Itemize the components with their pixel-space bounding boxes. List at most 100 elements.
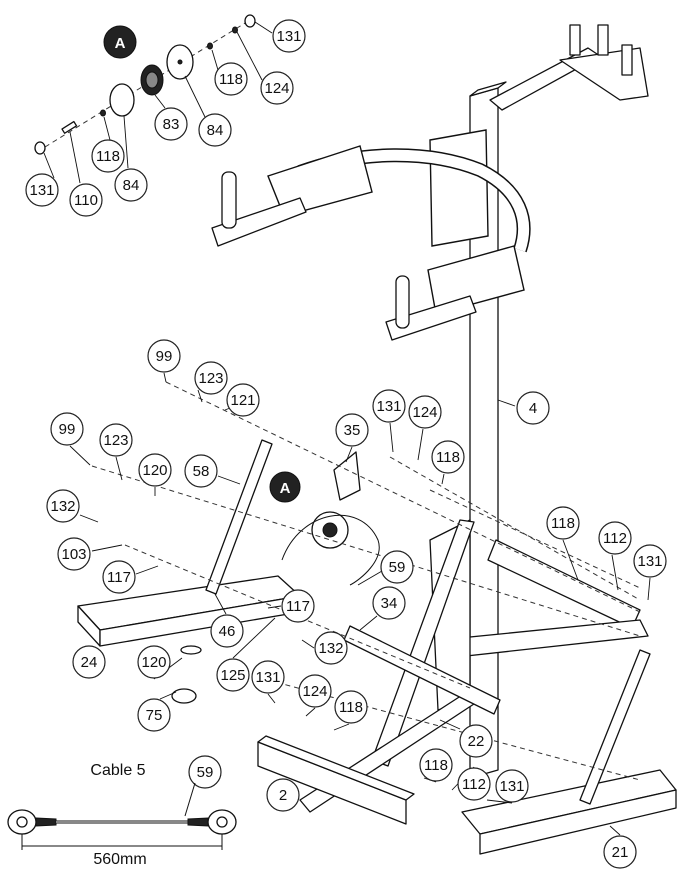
callout-label: 58 bbox=[193, 463, 210, 480]
callout-118: 118 bbox=[419, 748, 453, 782]
callout-label: 118 bbox=[219, 71, 243, 88]
callout-123: 123 bbox=[194, 361, 228, 395]
callout-131: 131 bbox=[495, 769, 529, 803]
left-handle bbox=[221, 171, 237, 229]
callout-2: 2 bbox=[266, 778, 300, 812]
callout-label: 118 bbox=[551, 515, 575, 532]
callout-circle bbox=[137, 645, 171, 679]
callout-circle bbox=[50, 412, 84, 446]
callout-121: 121 bbox=[226, 383, 260, 417]
right-handle bbox=[395, 275, 410, 329]
callout-84: 84 bbox=[114, 168, 148, 202]
callout-label: 112 bbox=[462, 776, 486, 793]
callout-circle bbox=[459, 724, 493, 758]
callout-circle bbox=[210, 614, 244, 648]
callout-123: 123 bbox=[99, 423, 133, 457]
callout-circle bbox=[137, 698, 171, 732]
callout-circle bbox=[147, 339, 181, 373]
callout-22: 22 bbox=[459, 724, 493, 758]
callout-circle bbox=[72, 645, 106, 679]
callout-circle bbox=[281, 589, 315, 623]
callout-21: 21 bbox=[603, 835, 637, 869]
callout-131: 131 bbox=[372, 389, 406, 423]
callout-118: 118 bbox=[334, 690, 368, 724]
callout-circle bbox=[516, 391, 550, 425]
callout-circle bbox=[298, 674, 332, 708]
callout-103: 103 bbox=[57, 537, 91, 571]
callout-131: 131 bbox=[25, 173, 59, 207]
callout-label: 22 bbox=[468, 733, 485, 750]
callout-circle bbox=[114, 168, 148, 202]
right-shock bbox=[579, 649, 651, 805]
callout-label: 110 bbox=[74, 192, 98, 209]
callout-label: 121 bbox=[230, 392, 255, 409]
part-callouts: 1311241188483118841311109912312199123120… bbox=[25, 19, 667, 869]
callout-label: 131 bbox=[637, 553, 662, 570]
callout-circle bbox=[380, 550, 414, 584]
callout-118: 118 bbox=[91, 139, 125, 173]
callout-label: 131 bbox=[276, 28, 301, 45]
detail-marker-label-2: A bbox=[280, 480, 291, 497]
cable-title: Cable 5 bbox=[90, 762, 145, 779]
right-arm-rail bbox=[385, 295, 477, 341]
callout-4: 4 bbox=[516, 391, 550, 425]
callout-circle bbox=[372, 586, 406, 620]
callout-112: 112 bbox=[598, 521, 632, 555]
callout-label: 132 bbox=[50, 498, 75, 515]
knob-75 bbox=[171, 688, 197, 704]
callout-label: 124 bbox=[412, 404, 437, 421]
callout-circle bbox=[57, 537, 91, 571]
callout-label: 123 bbox=[198, 370, 223, 387]
callout-120: 120 bbox=[137, 645, 171, 679]
callout-label: 118 bbox=[339, 699, 363, 716]
callout-label: 4 bbox=[529, 400, 537, 417]
callout-circle bbox=[598, 521, 632, 555]
callout-label: 46 bbox=[219, 623, 236, 640]
callout-circle bbox=[457, 767, 491, 801]
callout-label: 2 bbox=[279, 787, 287, 804]
callout-circle bbox=[546, 506, 580, 540]
detail-marker-label: A bbox=[115, 35, 126, 52]
callout-118: 118 bbox=[214, 62, 248, 96]
callout-label: 59 bbox=[389, 559, 406, 576]
callout-label: 99 bbox=[59, 421, 76, 438]
callout-circle bbox=[214, 62, 248, 96]
cable-length: 560mm bbox=[93, 851, 146, 868]
callout-46: 46 bbox=[210, 614, 244, 648]
callout-label: 24 bbox=[81, 654, 98, 671]
callout-label: 125 bbox=[220, 667, 245, 684]
callout-99: 99 bbox=[147, 339, 181, 373]
bracket-35 bbox=[333, 451, 361, 501]
callout-59: 59 bbox=[188, 755, 222, 789]
callout-label: 131 bbox=[29, 182, 54, 199]
callout-117: 117 bbox=[281, 589, 315, 623]
callout-131: 131 bbox=[272, 19, 306, 53]
callout-circle bbox=[188, 755, 222, 789]
callout-circle bbox=[69, 183, 103, 217]
callout-label: 117 bbox=[286, 598, 310, 615]
bolt-110 bbox=[61, 120, 78, 134]
callout-112: 112 bbox=[457, 767, 491, 801]
left-arm-pad bbox=[267, 145, 373, 217]
callout-circle bbox=[102, 560, 136, 594]
callout-label: 118 bbox=[96, 148, 120, 165]
callout-124: 124 bbox=[408, 395, 442, 429]
callout-24: 24 bbox=[72, 645, 106, 679]
callout-131: 131 bbox=[251, 660, 285, 694]
callout-label: 75 bbox=[146, 707, 163, 724]
callout-circle bbox=[495, 769, 529, 803]
callout-118: 118 bbox=[431, 440, 465, 474]
callout-124: 124 bbox=[298, 674, 332, 708]
callout-label: 132 bbox=[318, 640, 343, 657]
callout-circle bbox=[91, 139, 125, 173]
callout-circle bbox=[419, 748, 453, 782]
callout-circle bbox=[251, 660, 285, 694]
callout-131: 131 bbox=[633, 544, 667, 578]
callout-label: 34 bbox=[381, 595, 398, 612]
callout-label: 118 bbox=[424, 757, 448, 774]
callout-label: 117 bbox=[107, 569, 131, 586]
detail-a-pulley-assembly: A bbox=[34, 14, 256, 155]
callout-circle bbox=[138, 453, 172, 487]
plate-84-bottom bbox=[109, 83, 135, 117]
callout-circle bbox=[431, 440, 465, 474]
